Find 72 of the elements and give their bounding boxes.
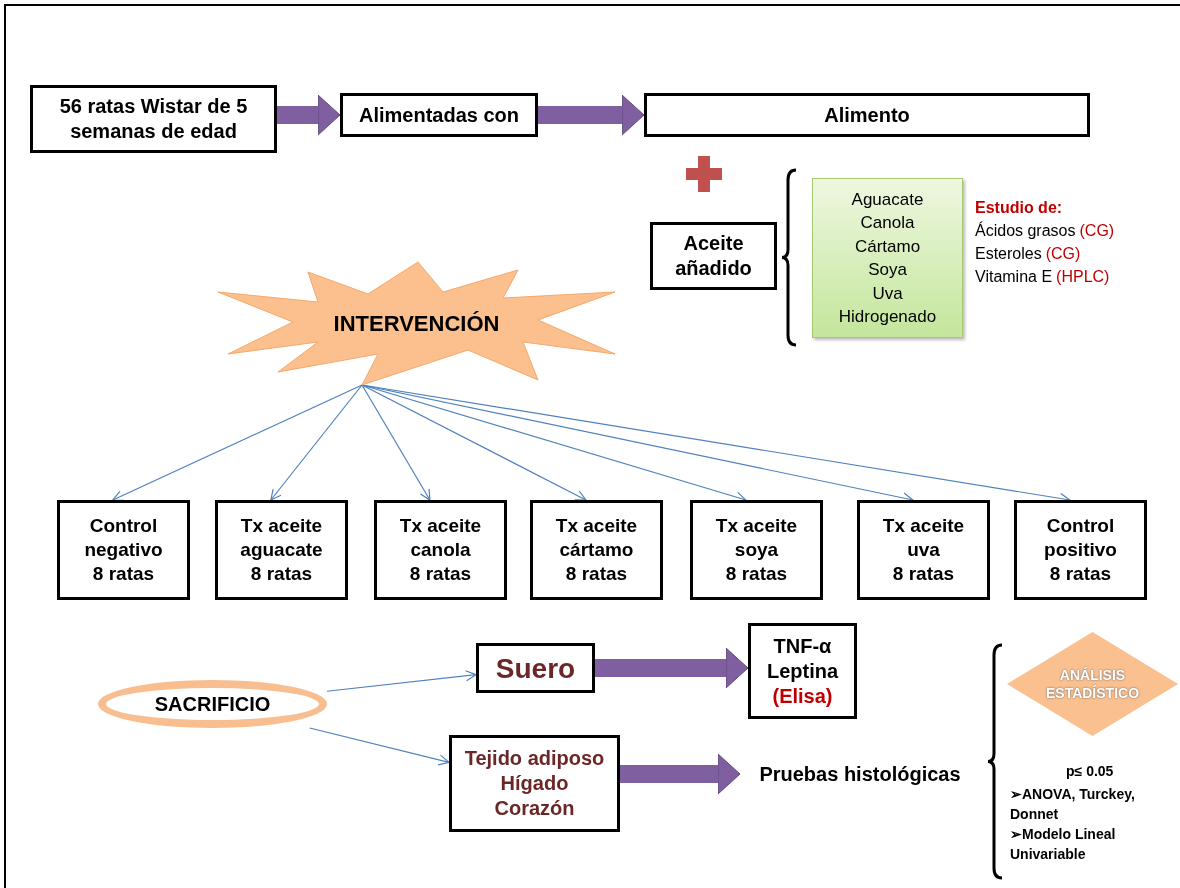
node-label: 8 ratas — [564, 561, 629, 586]
process-box — [215, 500, 348, 600]
list-item: Canola — [859, 212, 916, 234]
node-label: Control negativo — [83, 514, 164, 562]
heading-text: Estudio de: — [975, 198, 1063, 218]
note-text: ➢Modelo Lineal Univariable — [1010, 825, 1117, 864]
process-box — [476, 643, 595, 693]
node-label: Alimentadas con — [357, 102, 520, 128]
node-label: Leptina — [765, 658, 840, 684]
node-label: 8 ratas — [91, 561, 156, 586]
list-item: Aguacate — [850, 188, 925, 211]
node-label: Pruebas histológicas — [758, 762, 962, 786]
process-box — [57, 500, 190, 600]
note-text: ➢ANOVA, Turckey, Donnet — [1010, 785, 1136, 824]
list-item: Hidrogenado — [837, 306, 938, 328]
node-label: 8 ratas — [724, 561, 789, 586]
node-label: Aceite añadido — [674, 231, 753, 281]
process-box — [1014, 500, 1147, 600]
process-box — [644, 93, 1090, 137]
node-label: Tx aceite canola — [398, 514, 483, 562]
block-arrow — [277, 94, 341, 136]
node-label: 8 ratas — [1048, 561, 1113, 586]
node-label: Corazón — [493, 796, 576, 821]
decision-diamond — [1007, 632, 1178, 736]
node-label: Tx aceite soya — [714, 514, 799, 562]
starburst-shape — [218, 262, 615, 385]
method-text: Ácidos grasos — [975, 220, 1076, 241]
block-arrow — [620, 753, 741, 795]
process-box — [857, 500, 990, 600]
node-label: 8 ratas — [249, 561, 314, 586]
method-text: (CG) — [1079, 221, 1115, 241]
node-label: Suero — [494, 651, 577, 686]
process-box — [690, 500, 823, 600]
node-label: 8 ratas — [408, 561, 473, 586]
process-box — [30, 85, 277, 153]
arrow — [361, 384, 587, 501]
block-arrow — [595, 647, 749, 689]
process-box — [530, 500, 663, 600]
node-label: Alimento — [823, 102, 911, 128]
arrow — [270, 384, 363, 501]
arrow — [361, 384, 431, 501]
arrow — [309, 727, 450, 766]
arrow — [326, 670, 477, 692]
assay-name: (Elisa) — [771, 683, 834, 709]
list-item: Soya — [867, 259, 908, 281]
node-label: Tx aceite aguacate — [239, 514, 324, 562]
process-box — [748, 623, 857, 719]
method-text: Vitamina E — [975, 267, 1053, 287]
arrow — [112, 384, 363, 501]
process-box — [374, 500, 507, 600]
block-arrow — [538, 94, 645, 136]
node-label: Tx aceite uva — [881, 514, 966, 562]
node-label: Hígado — [499, 771, 570, 796]
node-label: 56 ratas Wistar de 5 semanas de edad — [58, 94, 249, 144]
node-label: TNF-α — [772, 633, 833, 659]
node-label: SACRIFICIO — [153, 692, 272, 716]
process-box — [650, 222, 777, 290]
method-text: (CG) — [1045, 244, 1081, 264]
note-text: p≤ 0.05 — [1066, 762, 1114, 781]
node-label: Tejido adiposo — [463, 746, 606, 771]
process-box — [340, 93, 538, 137]
oil-list-box — [812, 178, 963, 338]
node-label: Tx aceite cártamo — [554, 514, 639, 562]
list-item: Cártamo — [853, 235, 922, 258]
process-box — [449, 735, 620, 832]
node-label: ANÁLISIS ESTADÍSTICO — [1044, 665, 1141, 703]
node-label: Control positivo — [1043, 514, 1118, 562]
node-label: 8 ratas — [891, 561, 956, 586]
list-item: Uva — [871, 282, 904, 305]
node-label: INTERVENCIÓN — [332, 310, 501, 337]
method-text: (HPLC) — [1056, 267, 1110, 287]
method-text: Esteroles — [975, 244, 1042, 264]
